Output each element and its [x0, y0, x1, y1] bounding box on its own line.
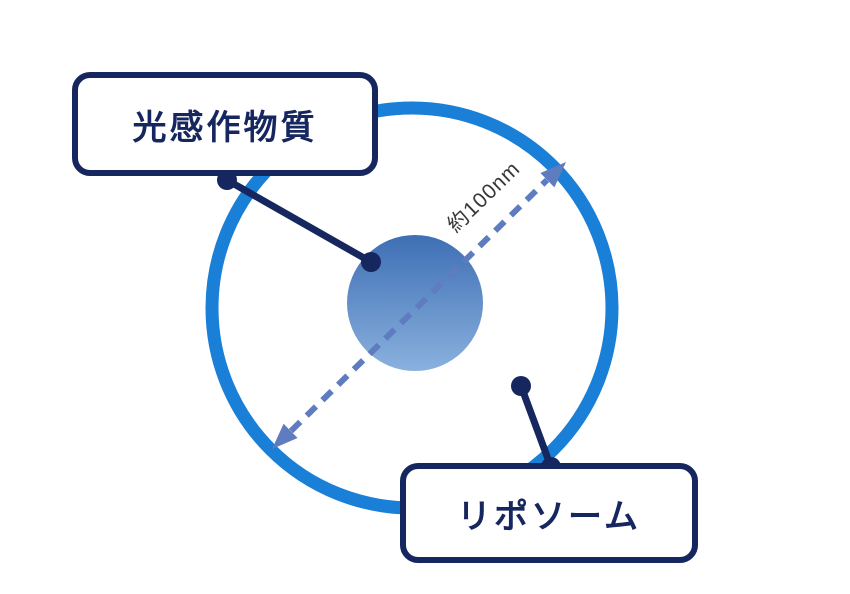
photosensitizer-label-text: 光感作物質 — [132, 108, 318, 147]
diameter-arrowhead-bottom-icon — [272, 423, 298, 449]
liposome-connector-line — [517, 382, 555, 471]
liposome-label-box: リポソーム — [400, 463, 698, 563]
liposome-label-text: リポソーム — [457, 497, 641, 536]
photosensitizer-label-box: 光感作物質 — [72, 72, 378, 176]
photosensitizer-core — [347, 235, 483, 371]
photosensitizer-connector-dot-core — [361, 252, 381, 272]
liposome-connector-dot-ring — [511, 376, 531, 396]
diameter-arrowhead-top-icon — [540, 162, 566, 188]
photosensitizer-connector-line — [223, 176, 375, 266]
diameter-arrow-line — [288, 177, 550, 434]
